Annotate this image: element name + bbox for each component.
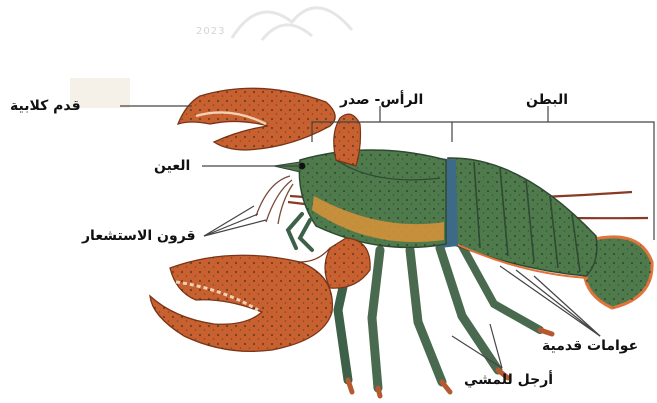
label-eye: العين — [154, 158, 190, 174]
label-abdomen: البطن — [526, 92, 568, 108]
watermark-logo — [232, 8, 352, 40]
antennules — [256, 176, 293, 224]
label-claw: قدم كلابية — [10, 98, 81, 114]
label-head-thorax: الرأس- صدر — [340, 92, 423, 108]
mouth-parts — [288, 214, 312, 250]
label-walking-legs: أرجل للمشي — [464, 372, 553, 388]
label-antennae: قرون الاستشعار — [82, 228, 196, 244]
label-swimmerets: عوامات قدمية — [542, 338, 638, 354]
